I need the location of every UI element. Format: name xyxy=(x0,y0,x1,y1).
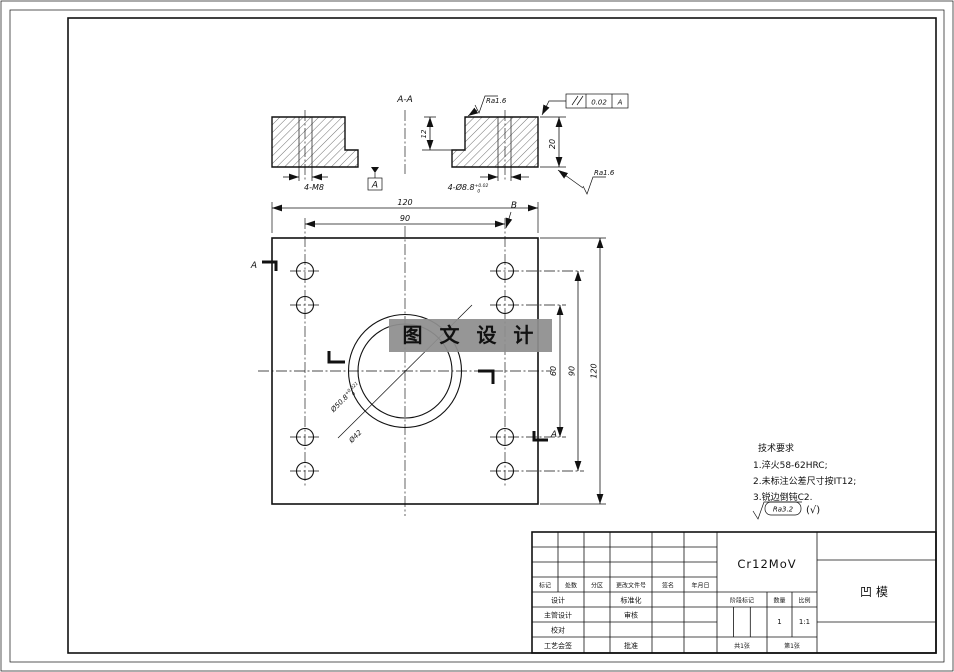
svg-text:校对: 校对 xyxy=(551,626,565,635)
parallelism-icon xyxy=(571,95,584,106)
tech-req-item: 1.淬火58-62HRC; xyxy=(753,459,828,471)
roughness-symbol-top: Ra1.6 xyxy=(467,95,507,117)
svg-text:4-M8: 4-M8 xyxy=(304,183,324,192)
tech-req-item: 3.锐边倒钝C2. xyxy=(753,491,812,503)
dim-plate-thickness: 20 xyxy=(540,116,566,168)
svg-text:20: 20 xyxy=(548,139,557,149)
svg-text:批准: 批准 xyxy=(624,641,638,650)
material-name: Cr12MoV xyxy=(737,557,796,571)
parallelism-tolerance-frame: 0.02 A xyxy=(541,93,629,116)
svg-text:60: 60 xyxy=(549,366,558,376)
quantity-value: 1 xyxy=(777,618,781,626)
svg-text:A: A xyxy=(371,181,378,191)
default-roughness-note: Ra3.2 (√) xyxy=(752,501,820,520)
roughness-symbol-bottom: Ra1.6 xyxy=(557,169,615,195)
svg-text:120: 120 xyxy=(397,198,412,207)
svg-text:A: A xyxy=(250,261,257,271)
svg-text:A: A xyxy=(617,99,623,107)
svg-text:标准化: 标准化 xyxy=(621,596,642,605)
svg-text:比例: 比例 xyxy=(798,597,810,605)
plan-view: A A B 120 90 60 90 xyxy=(250,198,606,516)
bolt-holes xyxy=(295,261,515,481)
svg-text:90: 90 xyxy=(400,214,410,223)
dim-counterbore-depth: 12 xyxy=(420,116,452,151)
svg-text:设计: 设计 xyxy=(551,596,565,605)
svg-text:Ø42: Ø42 xyxy=(347,428,364,445)
section-view: A-A 12 20 4-M8 xyxy=(271,93,629,195)
svg-text:B: B xyxy=(511,201,517,211)
scale-value: 1:1 xyxy=(799,618,810,626)
section-right-block xyxy=(451,116,539,168)
svg-text:90: 90 xyxy=(568,366,577,376)
section-view-label: A-A xyxy=(396,95,413,105)
svg-text:签名: 签名 xyxy=(662,582,674,590)
roughness-suffix: (√) xyxy=(806,505,820,516)
cutting-plane-jog-right xyxy=(478,369,495,384)
datum-symbol: A xyxy=(367,167,383,191)
svg-text:0.02: 0.02 xyxy=(591,99,607,107)
svg-text:12: 12 xyxy=(420,129,428,138)
tech-req-item: 2.未标注公差尺寸按IT12; xyxy=(753,475,856,487)
section-arrow-right: A xyxy=(532,430,557,442)
section-arrow-left: A xyxy=(250,260,278,271)
svg-text:数量: 数量 xyxy=(773,597,785,605)
svg-text:Ra1.6: Ra1.6 xyxy=(486,97,507,105)
svg-text:年月日: 年月日 xyxy=(691,582,709,590)
part-name: 凹模 xyxy=(860,585,892,599)
section-hole-left xyxy=(298,116,313,168)
watermark: 图 文 设 计 xyxy=(389,319,552,352)
sheet-number: 第1张 xyxy=(784,642,800,650)
sheet-total: 共1张 xyxy=(734,642,750,650)
svg-text:主管设计: 主管设计 xyxy=(544,611,572,620)
tech-req-title: 技术要求 xyxy=(758,442,794,454)
revision-header-row: 标记 处数 分区 更改文件号 签名 年月日 xyxy=(539,582,710,590)
svg-text:处数: 处数 xyxy=(565,582,577,590)
svg-text:阶段标记: 阶段标记 xyxy=(730,597,754,605)
dim-overall-width: 120 xyxy=(271,198,539,233)
section-centerlines xyxy=(304,110,506,180)
dim-outer-hole-span-y: 90 xyxy=(568,271,582,471)
dim-overall-height: 120 xyxy=(540,237,606,505)
svg-text:分区: 分区 xyxy=(591,582,603,590)
svg-text:A: A xyxy=(550,430,557,440)
watermark-text: 图 文 设 计 xyxy=(403,323,539,347)
dim-inner-hole-span-y: 60 xyxy=(549,305,564,437)
svg-text:工艺会签: 工艺会签 xyxy=(544,641,572,650)
svg-text:标记: 标记 xyxy=(539,582,551,590)
title-block: 标记 处数 分区 更改文件号 签名 年月日 设计 标准化 主管设计 审核 校对 … xyxy=(531,531,937,654)
bore-circle-outer xyxy=(347,313,463,429)
svg-text:4-Ø8.8+0.020: 4-Ø8.8+0.020 xyxy=(448,182,489,195)
section-hole-right xyxy=(497,116,512,168)
dim-hole-span-x: 90 xyxy=(305,214,505,228)
svg-text:Ø50.8+0.0210: Ø50.8+0.0210 xyxy=(328,381,364,417)
dim-left-holes: 4-M8 xyxy=(283,167,328,192)
default-roughness-value: Ra3.2 xyxy=(773,506,794,514)
section-left-block xyxy=(271,116,359,168)
technical-requirements: 技术要求 1.淬火58-62HRC; 2.未标注公差尺寸按IT12; 3.锐边倒… xyxy=(752,442,856,520)
svg-text:审核: 审核 xyxy=(624,611,638,620)
svg-text:更改文件号: 更改文件号 xyxy=(616,582,646,590)
stage-qty-scale: 阶段标记 数量 比例 1 1:1 共1张 第1张 xyxy=(730,597,811,651)
cutting-plane-jog-left xyxy=(327,351,345,364)
svg-text:120: 120 xyxy=(590,363,599,378)
svg-text:Ra1.6: Ra1.6 xyxy=(594,169,615,177)
view-arrow-b: B xyxy=(505,201,517,229)
signature-rows: 设计 标准化 主管设计 审核 校对 工艺会签 批准 xyxy=(544,596,642,651)
